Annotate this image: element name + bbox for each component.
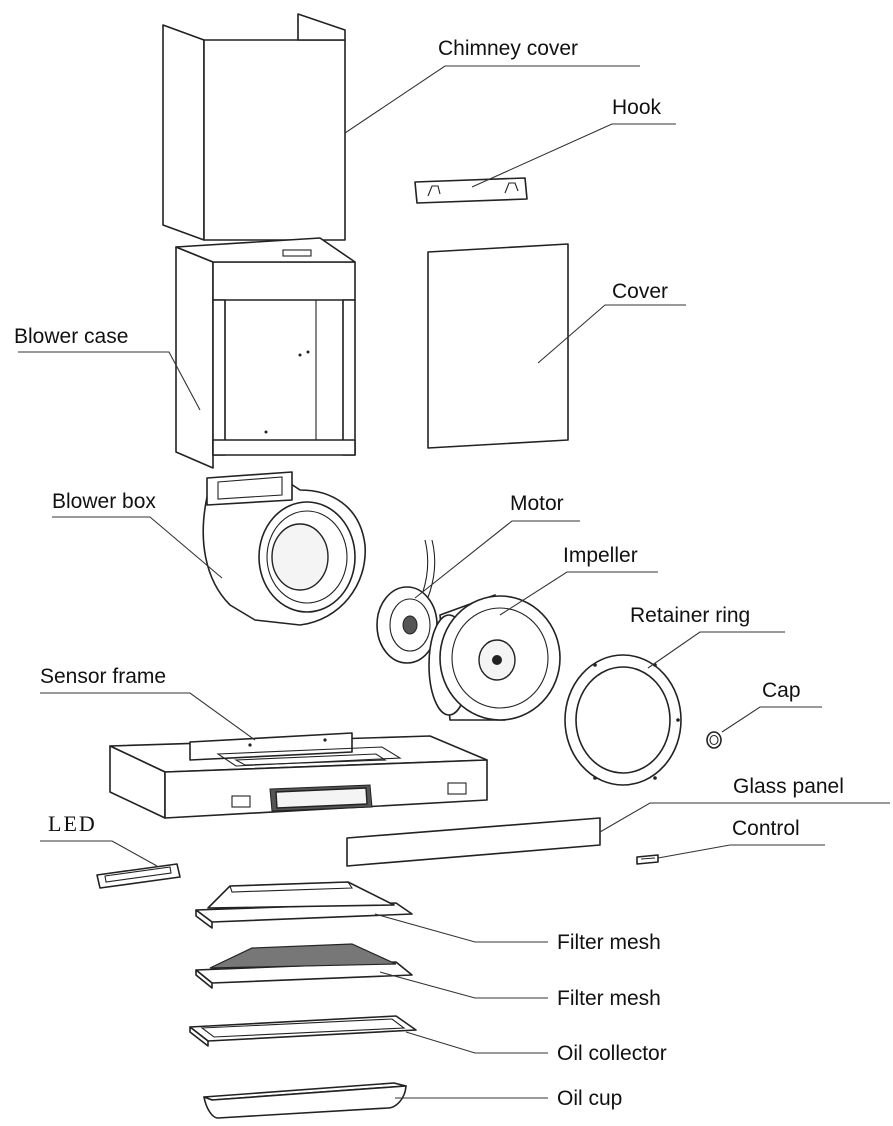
blower-box-leader xyxy=(52,516,223,579)
blower-box-label: Blower box xyxy=(52,490,156,513)
glass-panel-leader xyxy=(599,802,890,833)
motor-label: Motor xyxy=(510,492,564,515)
impeller-label: Impeller xyxy=(563,544,638,567)
retainer-ring-leader xyxy=(647,631,785,669)
sensor-frame-part xyxy=(109,732,488,819)
glass-panel-part xyxy=(346,817,601,867)
motor-leader xyxy=(414,520,580,599)
oil-collector-leader xyxy=(405,1031,548,1054)
cap-part xyxy=(706,731,722,749)
retainer-ring-label: Retainer ring xyxy=(630,604,750,627)
oil-cup-part xyxy=(203,1082,407,1119)
motor-part xyxy=(376,539,438,664)
control-part xyxy=(636,854,659,865)
oil-collector-label: Oil collector xyxy=(557,1042,667,1065)
cap-leader xyxy=(721,706,822,733)
impeller-part xyxy=(428,594,561,721)
hook-label: Hook xyxy=(612,96,662,119)
blower-case-leader xyxy=(18,351,201,411)
chimney-cover-part xyxy=(162,13,346,241)
impeller-leader xyxy=(499,571,658,616)
oil-cup-label: Oil cup xyxy=(557,1087,622,1110)
retainer-ring-part xyxy=(564,654,682,786)
led-part xyxy=(96,863,181,889)
sensor-frame-leader xyxy=(40,692,256,741)
control-leader xyxy=(657,844,825,859)
glass-panel-label: Glass panel xyxy=(733,775,844,798)
filter-mesh-top-part xyxy=(195,881,413,929)
cover-leader xyxy=(537,304,686,364)
blower-case-label: Blower case xyxy=(14,325,128,348)
cap-label: Cap xyxy=(762,679,801,702)
chimney-cover-leader xyxy=(344,65,640,134)
cover-label: Cover xyxy=(612,280,668,303)
led-label: LED xyxy=(48,811,97,836)
sensor-frame-label: Sensor frame xyxy=(40,665,166,688)
control-label: Control xyxy=(732,817,800,840)
oil-collector-part xyxy=(189,1015,417,1047)
filter-mesh-bottom-part xyxy=(195,943,413,989)
hook-leader xyxy=(471,123,676,188)
filter-mesh-2-leader xyxy=(379,971,548,999)
filter-mesh-2-label: Filter mesh xyxy=(557,987,661,1010)
led-leader xyxy=(40,840,158,867)
hook-part xyxy=(414,177,528,204)
blower-case-part xyxy=(175,237,356,469)
chimney-cover-label: Chimney cover xyxy=(438,37,578,60)
filter-mesh-1-label: Filter mesh xyxy=(557,931,661,954)
blower-box-part xyxy=(202,471,366,626)
filter-mesh-1-leader xyxy=(374,913,548,943)
cover-part xyxy=(427,243,569,449)
